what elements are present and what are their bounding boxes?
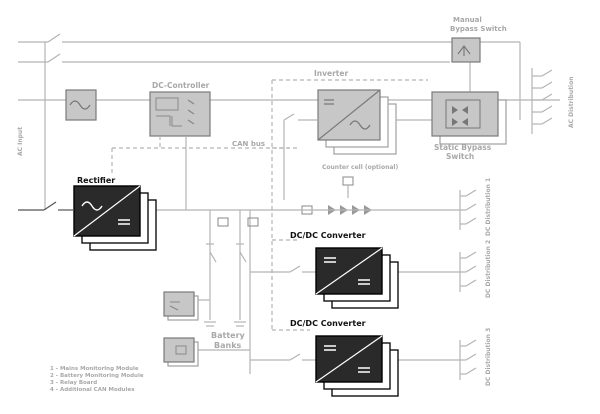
- legend: 1 - Mains Monitoring Module 2 - Battery …: [50, 366, 144, 393]
- battery-banks-label-1: Battery: [211, 331, 246, 340]
- dcdc-converter-1: [315, 247, 399, 309]
- static-bypass-label-1: Static Bypass: [434, 143, 492, 152]
- can-bus-label: CAN bus: [232, 140, 265, 148]
- inverter-wiring: [283, 113, 432, 200]
- ac-distribution-label: AC Distribution: [568, 76, 575, 128]
- manual-bypass-label-2: Bypass Switch: [450, 25, 507, 33]
- legend-item-1: 1 - Mains Monitoring Module: [50, 366, 139, 372]
- static-bypass-switch: [431, 91, 507, 145]
- inverter: [317, 89, 397, 155]
- ac-distribution-switches: [531, 68, 553, 134]
- legend-item-3: 3 - Relay Board: [50, 380, 97, 386]
- dcdc-converter-2: [315, 335, 399, 397]
- legend-item-4: 4 - Additional CAN Modules: [50, 387, 135, 393]
- can-bus-lines: [111, 79, 428, 331]
- relay-board: [163, 337, 199, 367]
- dc-distribution-1-switches: [459, 189, 477, 230]
- dc-distribution-3-label: DC Distribution 3: [485, 328, 492, 386]
- dc-distribution-2-label: DC Distribution 2: [485, 240, 492, 298]
- battery-banks-label-2: Banks: [214, 341, 242, 350]
- static-bypass-label-2: Switch: [446, 152, 474, 161]
- dcdc-converter-2-label: DC/DC Converter: [290, 319, 366, 328]
- dc-controller: [149, 91, 211, 137]
- battery-wiring: [196, 210, 259, 351]
- counter-cell-label: Counter cell (optional): [322, 164, 398, 171]
- mains-monitoring-module: [65, 89, 97, 121]
- rectifier-label: Rectifier: [77, 176, 115, 185]
- counter-cell: [301, 176, 372, 215]
- legend-item-2: 2 - Battery Monitoring Module: [50, 373, 144, 379]
- dc-bus-wiring: [18, 201, 460, 374]
- rectifier: [66, 185, 157, 251]
- ac-input-label: AC Input: [17, 127, 24, 156]
- dc-distribution-3-switches: [459, 339, 477, 380]
- manual-bypass-switch: [451, 37, 481, 63]
- battery-monitoring-module: [163, 291, 199, 321]
- dc-controller-label: DC-Controller: [152, 81, 210, 90]
- dc-distribution-2-switches: [459, 251, 477, 292]
- dc-distribution-1-label: DC Distribution 1: [485, 178, 492, 236]
- manual-bypass-label-1: Manual: [453, 16, 482, 24]
- dcdc-converter-1-label: DC/DC Converter: [290, 231, 366, 240]
- inverter-label: Inverter: [314, 69, 348, 78]
